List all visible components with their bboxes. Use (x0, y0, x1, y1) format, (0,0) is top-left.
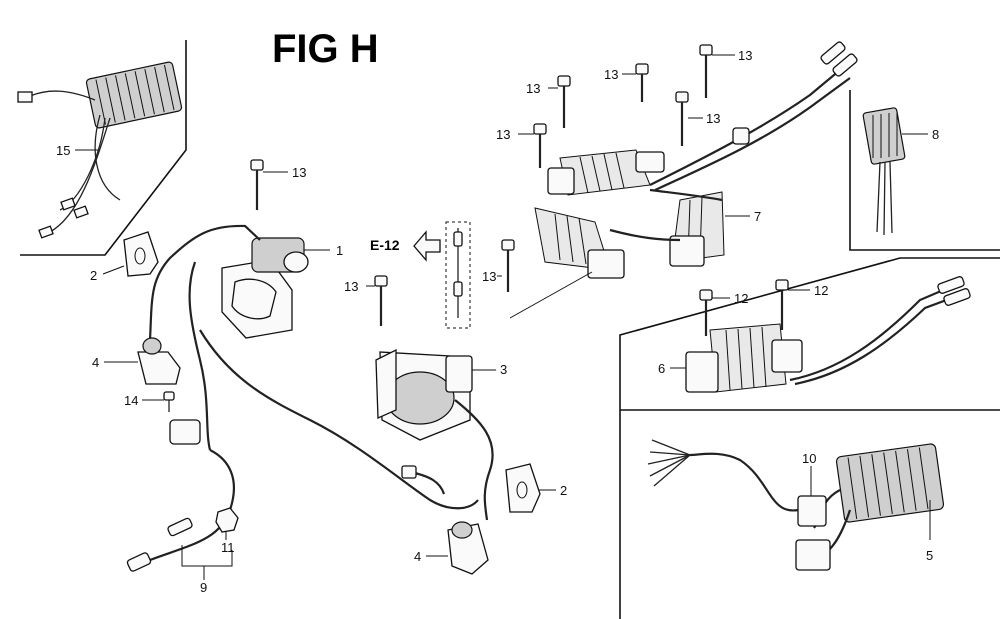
grommet-2-left (102, 231, 159, 277)
grommet-2-right (505, 463, 556, 513)
panel-frames (20, 40, 1000, 619)
ref-arrow-label: E-12 (370, 237, 400, 253)
callout-13: 13 (526, 81, 540, 96)
callout-13: 13 (706, 111, 720, 126)
ignition-module-3 (375, 348, 496, 441)
screw-14 (142, 391, 175, 412)
dashed-detail-box (445, 221, 471, 329)
callout-13: 13 (604, 67, 618, 82)
bolt-13-b (635, 63, 649, 102)
spark-plug-cap-4-left (104, 337, 181, 385)
spark-plug-cap-4-right (426, 521, 489, 575)
inset-frame-top-left (20, 40, 187, 256)
callout-14: 14 (124, 393, 138, 408)
callout-3: 3 (500, 362, 507, 377)
callout-13: 13 (482, 269, 496, 284)
connector-10 (647, 439, 827, 527)
bolt-13-d (675, 91, 689, 146)
charging-coil-6 (670, 276, 971, 393)
callout-12: 12 (814, 283, 828, 298)
callout-4: 4 (414, 549, 421, 564)
bolt-13-a (557, 75, 571, 128)
bolts-13 (250, 44, 735, 326)
callouts: 1 2 2 3 4 4 5 6 7 8 9 10 11 12 12 13 13 … (56, 48, 939, 595)
bolt-13-g (374, 275, 388, 326)
inset-frame-right (619, 257, 1000, 619)
callout-1: 1 (336, 243, 343, 258)
callout-7: 7 (754, 209, 761, 224)
inset-frame-top-right (849, 90, 1000, 251)
callout-9: 9 (200, 580, 207, 595)
callout-11: 11 (221, 540, 235, 555)
callout-13: 13 (344, 279, 358, 294)
ref-arrow-icon (413, 230, 441, 262)
wire-harness-9 (126, 224, 494, 580)
callout-12: 12 (734, 291, 748, 306)
callout-2: 2 (90, 268, 97, 283)
callout-8: 8 (932, 127, 939, 142)
nut-11 (215, 507, 239, 540)
lighting-coil-7 (509, 41, 858, 319)
ignition-coil-1 (221, 237, 330, 339)
figure-title: FIG H (272, 27, 379, 71)
callout-13: 13 (292, 165, 306, 180)
callout-6: 6 (658, 361, 665, 376)
callout-2: 2 (560, 483, 567, 498)
regulator-rectifier-15 (17, 61, 183, 239)
callout-4: 4 (92, 355, 99, 370)
regulator-rectifier-5 (795, 443, 945, 571)
bolt-13-c (699, 44, 713, 98)
bolt-13-e (533, 123, 547, 168)
callout-13: 13 (496, 127, 510, 142)
regulator-8 (862, 107, 928, 236)
reference-e12: E-12 (370, 221, 471, 329)
connector-block (169, 419, 201, 445)
callout-13: 13 (738, 48, 752, 63)
callout-5: 5 (926, 548, 933, 563)
callout-15: 15 (56, 143, 70, 158)
bolt-13-h (501, 239, 515, 292)
bolt-13-f (250, 159, 264, 210)
callout-10: 10 (802, 451, 816, 466)
bracket-9 (181, 545, 233, 567)
